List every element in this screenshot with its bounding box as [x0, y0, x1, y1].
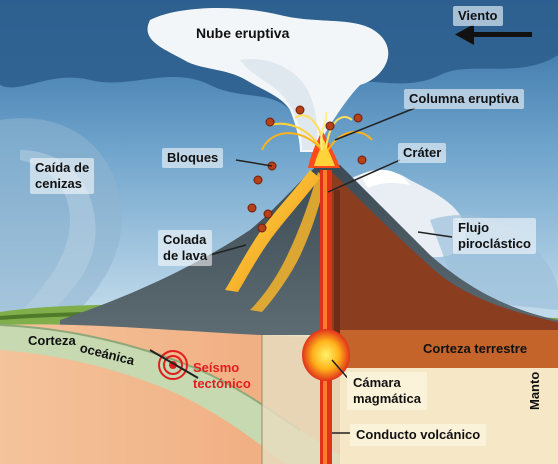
label-camara-line1: Cámara — [353, 375, 401, 390]
label-manto: Manto — [527, 371, 542, 410]
label-flujo-piroclastico: Flujo piroclástico — [453, 218, 536, 254]
label-viento: Viento — [453, 6, 503, 26]
label-colada-lava: Colada de lava — [158, 230, 213, 266]
label-columna-eruptiva: Columna eruptiva — [404, 89, 524, 109]
label-camara-magmatica: Cámara magmática — [347, 372, 427, 410]
label-seismo-line1: Seísmo — [193, 360, 240, 375]
label-seismo-line2: tectónico — [193, 376, 251, 391]
label-colada-line2: de lava — [163, 248, 208, 263]
label-caida-line2: cenizas — [35, 176, 82, 191]
label-nube-eruptiva: Nube eruptiva — [196, 25, 290, 41]
continental-crust — [340, 330, 558, 368]
lava-flow — [225, 170, 320, 292]
seismic-focus — [149, 349, 199, 380]
oceanic-crust — [0, 325, 340, 464]
label-bloques: Bloques — [162, 148, 224, 168]
label-corteza-word: Corteza — [28, 333, 76, 348]
wind-arrow — [455, 24, 532, 45]
label-pointers — [209, 107, 453, 434]
label-caida-cenizas: Caída de cenizas — [30, 158, 95, 194]
label-camara-line2: magmática — [353, 391, 421, 406]
label-seismo-tectonico: Seísmo tectónico — [193, 360, 251, 392]
cone-cutaway — [330, 170, 558, 340]
label-caida-line1: Caída de — [35, 160, 90, 175]
label-crater: Cráter — [398, 143, 447, 163]
label-flujo-line1: Flujo — [458, 220, 490, 235]
pyroclastic-flow — [340, 170, 466, 258]
label-conducto-volcanico: Conducto volcánico — [350, 424, 487, 446]
label-flujo-line2: piroclástico — [458, 236, 531, 251]
label-colada-line1: Colada — [163, 232, 207, 247]
volcanic-blocks — [247, 105, 367, 233]
eruption-fountains — [261, 111, 373, 151]
label-corteza-terrestre: Corteza terrestre — [423, 341, 528, 356]
